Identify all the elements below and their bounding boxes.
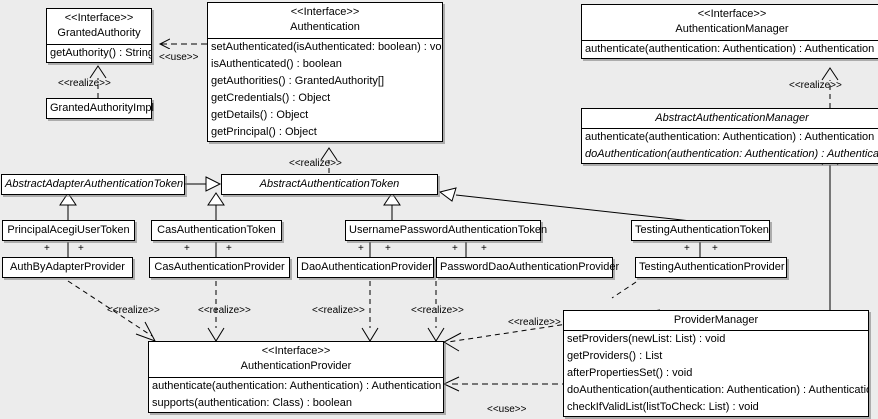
class-authentication-manager[interactable]: <<Interface>> AuthenticationManager auth… (581, 4, 878, 59)
association-mark-principal-right: + (78, 243, 84, 254)
association-mark-principal-left: + (44, 243, 50, 254)
class-name-label: AuthenticationManager (675, 23, 789, 35)
method-doAuthentication: doAuthentication(authentication: Authent… (567, 384, 868, 396)
class-password-dao-authentication-provider[interactable]: PasswordDaoAuthenticationProvider (436, 257, 620, 278)
stereotype-label: <<Interface>> (261, 345, 331, 357)
method-getDetails: getDetails() : Object (211, 109, 309, 121)
method-getAuthorities: getAuthorities() : GrantedAuthority[] (211, 75, 385, 87)
class-name-label: CasAuthenticationToken (157, 224, 276, 236)
stereotype-label: <<Interface>> (290, 6, 360, 18)
method-supports: supports(authentication: Class) : boolea… (152, 397, 352, 409)
class-auth-by-adapter-provider[interactable]: AuthByAdapterProvider (2, 257, 133, 278)
method-getCredentials: getCredentials() : Object (211, 92, 331, 104)
class-name-label: AuthenticationProvider (240, 360, 352, 372)
method-getPrincipal: getPrincipal() : Object (211, 126, 317, 138)
class-name-label: CasAuthenticationProvider (154, 261, 285, 273)
members-compartment: setProviders(newList: List) : void getPr… (564, 331, 868, 416)
class-cas-authentication-token[interactable]: CasAuthenticationToken (151, 220, 282, 241)
class-name-label: TestingAuthenticationToken (635, 224, 769, 236)
class-cas-authentication-provider[interactable]: CasAuthenticationProvider (149, 257, 290, 278)
class-abstract-adapter-authentication-token[interactable]: AbstractAdapterAuthenticationToken (1, 174, 185, 195)
edge-label-realize-abstract-authentication-token: <<realize>> (289, 158, 342, 169)
association-mark-testing-left: + (684, 243, 690, 254)
association-mark-cas-left: + (184, 243, 190, 254)
class-name-label: TestingAuthenticationProvider (639, 261, 785, 273)
section-divider (149, 377, 443, 378)
section-divider (208, 38, 442, 39)
members-compartment: authenticate(authentication: Authenticat… (582, 129, 878, 163)
association-mark-testing-right: + (712, 243, 718, 254)
class-username-password-authentication-token[interactable]: UsernamePasswordAuthenticationToken (345, 220, 548, 241)
method-afterPropertiesSet: afterPropertiesSet() : void (567, 367, 693, 379)
edge-label-realize-granted-authority-impl: <<realize>> (58, 78, 111, 89)
class-testing-authentication-token[interactable]: TestingAuthenticationToken (631, 220, 770, 241)
class-name-label: Authentication (290, 21, 360, 33)
members-compartment: authenticate(authentication: Authenticat… (149, 378, 443, 412)
method-setAuthenticated: setAuthenticated(isAuthenticated: boolea… (211, 41, 442, 53)
method-getProviders: getProviders() : List (567, 350, 663, 362)
class-name-label: PrincipalAcegiUserToken (7, 224, 130, 236)
section-divider (582, 128, 878, 129)
class-principal-acegi-user-token[interactable]: PrincipalAcegiUserToken (2, 220, 135, 241)
class-name-label: ProviderManager (673, 314, 759, 326)
class-name-label: GrantedAuthority (57, 27, 141, 39)
members-compartment: getAuthority() : String (47, 45, 151, 62)
edge-label-realize-abstract-authentication-manager: <<realize>> (789, 80, 842, 91)
edge-label-use-provider-manager: <<use>> (487, 404, 527, 415)
stereotype-label: <<Interface>> (697, 8, 767, 20)
section-divider (564, 330, 868, 331)
method-isAuthenticated: isAuthenticated() : boolean (211, 58, 342, 70)
class-dao-authentication-provider[interactable]: DaoAuthenticationProvider (297, 257, 434, 278)
class-header: <<Interface>> GrantedAuthority (47, 9, 151, 44)
association-mark-cas-right: + (226, 243, 232, 254)
association-mark-username-pwdao-left: + (452, 243, 458, 254)
edge-label-realize-password-dao-authentication-provider: <<realize>> (411, 305, 464, 316)
class-authentication[interactable]: <<Interface>> Authentication setAuthenti… (207, 2, 443, 142)
class-header: <<Interface>> Authentication (208, 3, 442, 38)
method-checkIfValidList: checkIfValidList(listToCheck: List) : vo… (567, 401, 759, 413)
method-authenticate: authenticate(authentication: Authenticat… (585, 131, 875, 143)
members-compartment: setAuthenticated(isAuthenticated: boolea… (208, 39, 442, 141)
class-granted-authority[interactable]: <<Interface>> GrantedAuthority getAuthor… (46, 8, 152, 63)
class-abstract-authentication-token[interactable]: AbstractAuthenticationToken (221, 174, 438, 195)
method-authenticate: authenticate(authentication: Authenticat… (585, 43, 875, 55)
method-getAuthority: getAuthority() : String (50, 47, 151, 59)
class-name-label: AbstractAdapterAuthenticationToken (5, 178, 184, 190)
class-abstract-authentication-manager[interactable]: AbstractAuthenticationManager authentica… (581, 108, 878, 164)
edge-label-realize-auth-by-adapter-provider: <<realize>> (107, 305, 160, 316)
class-name-label: GrantedAuthorityImpl (50, 102, 154, 114)
class-authentication-provider[interactable]: <<Interface>> AuthenticationProvider aut… (148, 341, 444, 413)
class-name-label: AbstractAuthenticationToken (259, 178, 400, 190)
class-testing-authentication-provider[interactable]: TestingAuthenticationProvider (635, 257, 787, 278)
section-divider (47, 44, 151, 45)
class-granted-authority-impl[interactable]: GrantedAuthorityImpl (46, 98, 154, 119)
method-setProviders: setProviders(newList: List) : void (567, 333, 726, 345)
class-header: <<Interface>> AuthenticationManager (582, 5, 878, 40)
section-divider (582, 40, 878, 41)
edge-label-realize-dao-authentication-provider: <<realize>> (312, 305, 365, 316)
members-compartment: authenticate(authentication: Authenticat… (582, 41, 878, 58)
method-doAuthentication: doAuthentication(authentication: Authent… (585, 148, 878, 160)
edge-label-realize-provider-manager: <<realize>> (508, 317, 561, 328)
class-name-label: AbstractAuthenticationManager (655, 112, 809, 124)
association-mark-username-dao-left: + (358, 243, 364, 254)
stereotype-label: <<Interface>> (64, 12, 134, 24)
association-mark-username-pwdao-right: + (481, 243, 487, 254)
method-authenticate: authenticate(authentication: Authenticat… (152, 380, 442, 392)
class-header: <<Interface>> AuthenticationProvider (149, 342, 443, 377)
class-name-label: AuthByAdapterProvider (10, 261, 125, 273)
edge-label-use-authentication-granted-authority: <<use>> (159, 52, 199, 63)
class-name-label: DaoAuthenticationProvider (301, 261, 432, 273)
class-provider-manager[interactable]: ProviderManager setProviders(newList: Li… (563, 310, 869, 417)
edge-label-realize-cas-authentication-provider: <<realize>> (198, 305, 251, 316)
class-name-label: PasswordDaoAuthenticationProvider (440, 261, 620, 273)
class-name-label: UsernamePasswordAuthenticationToken (349, 224, 548, 236)
association-mark-username-dao-right: + (385, 243, 391, 254)
